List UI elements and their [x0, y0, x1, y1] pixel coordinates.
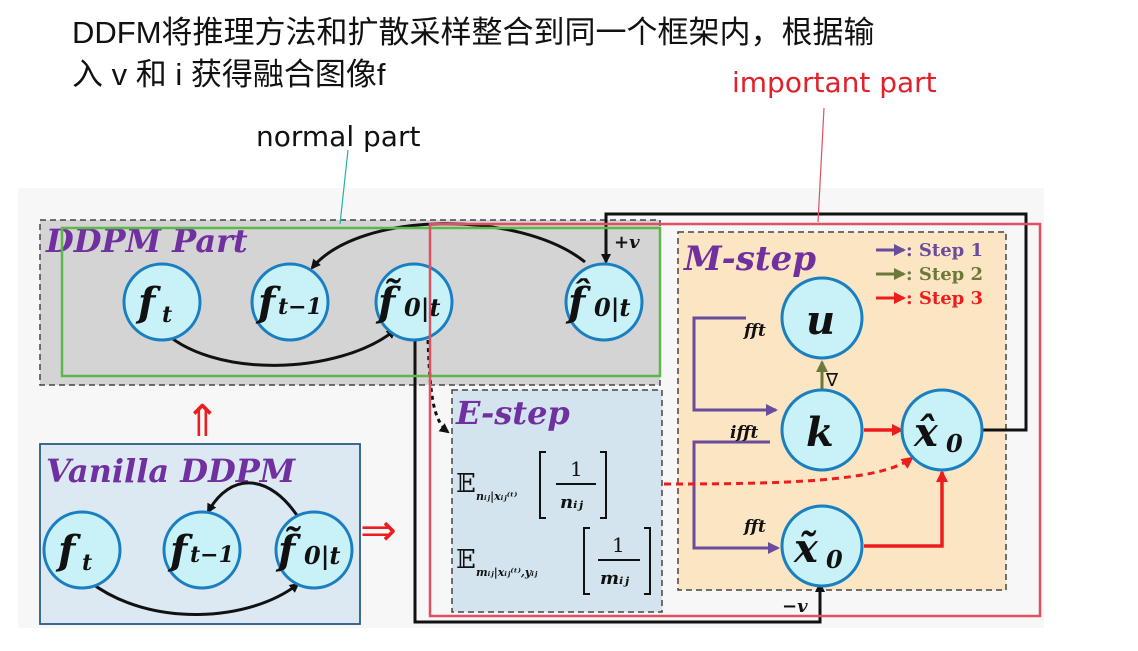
- node-k: k: [780, 388, 864, 472]
- node-x0-tilde: x̃ 0: [780, 504, 864, 588]
- svg-text:0|t: 0|t: [304, 541, 341, 570]
- minus-v-arrow: [413, 340, 825, 624]
- node-vanilla-f-tm1: f t−1: [162, 510, 242, 590]
- svg-text:0|t: 0|t: [594, 293, 631, 322]
- e-step-to-x0hat-arrow: [663, 456, 914, 486]
- svg-text:1: 1: [612, 533, 625, 557]
- fft-top-label: fft: [743, 321, 766, 341]
- e-step-formula-1: 𝔼 nᵢⱼ|xᵢⱼ⁽ᵗ⁾ 1 nᵢⱼ: [456, 451, 607, 519]
- ifft-label: ifft: [730, 423, 759, 443]
- heading-line-1: DDFM将推理方法和扩散采样整合到同一个框架内，根据输: [72, 15, 875, 50]
- svg-text:t: t: [162, 302, 172, 328]
- svg-text:𝔼: 𝔼: [456, 545, 476, 575]
- node-f0t-tilde: f̃ 0|t: [374, 262, 454, 342]
- svg-text:0: 0: [946, 429, 963, 458]
- normal-part-pointer: [339, 149, 349, 225]
- e-step-panel: [451, 389, 663, 613]
- double-arrow-right: ⇒: [360, 505, 397, 556]
- normal-part-label: normal part: [256, 120, 421, 153]
- svg-text:0|t: 0|t: [404, 293, 441, 322]
- svg-text:mᵢⱼ|xᵢⱼ⁽ᵗ⁾,yᵢⱼ: mᵢⱼ|xᵢⱼ⁽ᵗ⁾,yᵢⱼ: [476, 566, 538, 579]
- plus-v-label: +v: [614, 232, 640, 253]
- m-step-title: M-step: [683, 239, 816, 279]
- heading-line-2: 入 v 和 i 获得融合图像f: [72, 57, 386, 92]
- svg-text:x̃: x̃: [793, 525, 819, 572]
- slide-heading: DDFM将推理方法和扩散采样整合到同一个框架内，根据输 入 v 和 i 获得融合…: [72, 12, 1032, 96]
- svg-text:0: 0: [826, 545, 843, 574]
- svg-text:u: u: [806, 297, 835, 344]
- x0tilde-to-x0hat-arrow: [864, 470, 948, 548]
- nabla-label: ∇: [825, 370, 839, 391]
- svg-text:nᵢⱼ: nᵢⱼ: [560, 492, 583, 513]
- e-step-formula-2: 𝔼 mᵢⱼ|xᵢⱼ⁽ᵗ⁾,yᵢⱼ 1 mᵢⱼ: [456, 527, 651, 595]
- feedback-arrow: [601, 212, 1028, 432]
- ifft-edge: [692, 440, 780, 554]
- legend-step2-label: : Step 2: [906, 264, 983, 285]
- fft-bottom-label: fft: [743, 517, 766, 537]
- node-u: u: [780, 276, 864, 360]
- svg-text:𝔼: 𝔼: [456, 469, 476, 499]
- svg-text:1: 1: [570, 457, 583, 481]
- node-x0-hat: x̂ 0: [900, 388, 984, 472]
- svg-text:mᵢⱼ: mᵢⱼ: [600, 568, 629, 589]
- svg-text:nᵢⱼ|xᵢⱼ⁽ᵗ⁾: nᵢⱼ|xᵢⱼ⁽ᵗ⁾: [476, 490, 517, 503]
- node-f-t: f t: [122, 262, 202, 342]
- step-legend: : Step 1 : Step 2 : Step 3: [876, 240, 983, 309]
- normal-part-box: [60, 226, 662, 378]
- legend-step1-label: : Step 1: [906, 240, 983, 261]
- fft-top-edge: [692, 316, 778, 416]
- svg-text:t−1: t−1: [190, 542, 234, 568]
- svg-text:k: k: [806, 409, 834, 456]
- node-f0t-hat: f̂ 0|t: [564, 262, 644, 342]
- e-step-title: E-step: [455, 394, 570, 432]
- important-part-pointer: [817, 107, 825, 223]
- node-vanilla-f-t: f t: [42, 510, 122, 590]
- minus-v-label: −v: [782, 596, 808, 617]
- double-arrow-up: ⇑: [184, 396, 221, 447]
- legend-step3-label: : Step 3: [906, 288, 983, 309]
- important-part-box: [428, 222, 1042, 618]
- ft-to-f0tilde-arrow: [158, 326, 397, 367]
- svg-text:x̂: x̂: [913, 409, 939, 456]
- svg-text:t−1: t−1: [278, 294, 322, 320]
- node-f-tm1: f t−1: [250, 262, 330, 342]
- svg-text:t: t: [82, 550, 92, 576]
- vanilla-f0-to-ftm1-arrow: [206, 481, 302, 521]
- important-part-label: important part: [732, 66, 937, 99]
- to-e-step-arrow: [426, 339, 450, 434]
- node-vanilla-f0t-tilde: f̃ 0|t: [274, 510, 354, 590]
- vanilla-ft-to-f0-arrow: [89, 580, 300, 616]
